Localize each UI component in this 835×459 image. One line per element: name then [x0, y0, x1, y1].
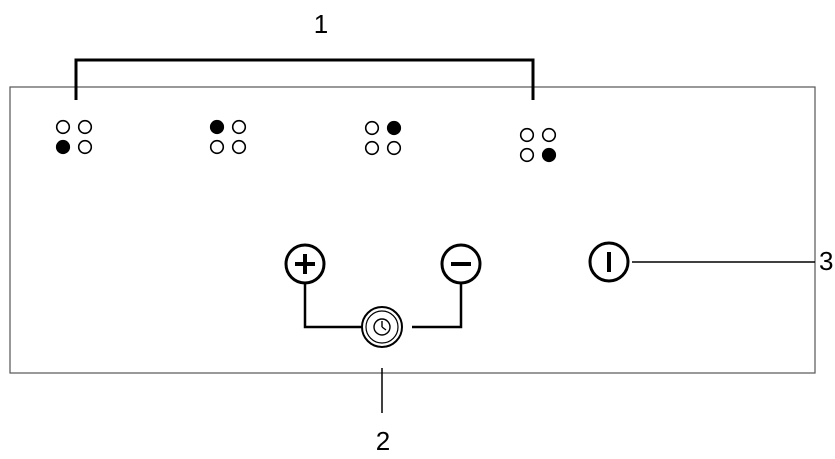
clock-icon [373, 318, 391, 336]
control-panel [9, 86, 816, 374]
indicator-dot-top-right-filled [386, 120, 402, 136]
zone-indicator-2 [209, 119, 247, 155]
zone-indicator-3 [364, 120, 402, 156]
callout-label-2: 2 [376, 426, 390, 456]
callout-label-3: 3 [819, 246, 833, 276]
indicator-dot-top-right-empty [541, 127, 557, 143]
zones-bracket [74, 58, 535, 100]
power-button[interactable] [588, 241, 630, 283]
indicator-dot-bottom-left-empty [209, 139, 225, 155]
indicator-dot-bottom-left-filled [55, 139, 71, 155]
indicator-dot-bottom-left-empty [519, 147, 535, 163]
timer-connector [303, 283, 463, 329]
indicator-dot-bottom-right-empty [386, 140, 402, 156]
zone-indicator-1 [55, 119, 93, 155]
plus-button[interactable] [284, 243, 326, 285]
minus-button[interactable] [440, 243, 482, 285]
indicator-dot-top-left-empty [519, 127, 535, 143]
plus-icon [295, 254, 315, 274]
indicator-dot-bottom-right-filled [541, 147, 557, 163]
indicator-dot-bottom-left-empty [364, 140, 380, 156]
callout-label-1: 1 [314, 9, 328, 39]
zone-indicator-4 [519, 127, 557, 163]
indicator-dot-top-left-empty [55, 119, 71, 135]
indicator-dot-top-right-empty [231, 119, 247, 135]
indicator-dot-top-left-empty [364, 120, 380, 136]
indicator-dot-top-left-filled [209, 119, 225, 135]
indicator-dot-bottom-right-empty [77, 139, 93, 155]
timer-button[interactable] [361, 306, 403, 348]
indicator-dot-top-right-empty [77, 119, 93, 135]
indicator-dot-bottom-right-empty [231, 139, 247, 155]
